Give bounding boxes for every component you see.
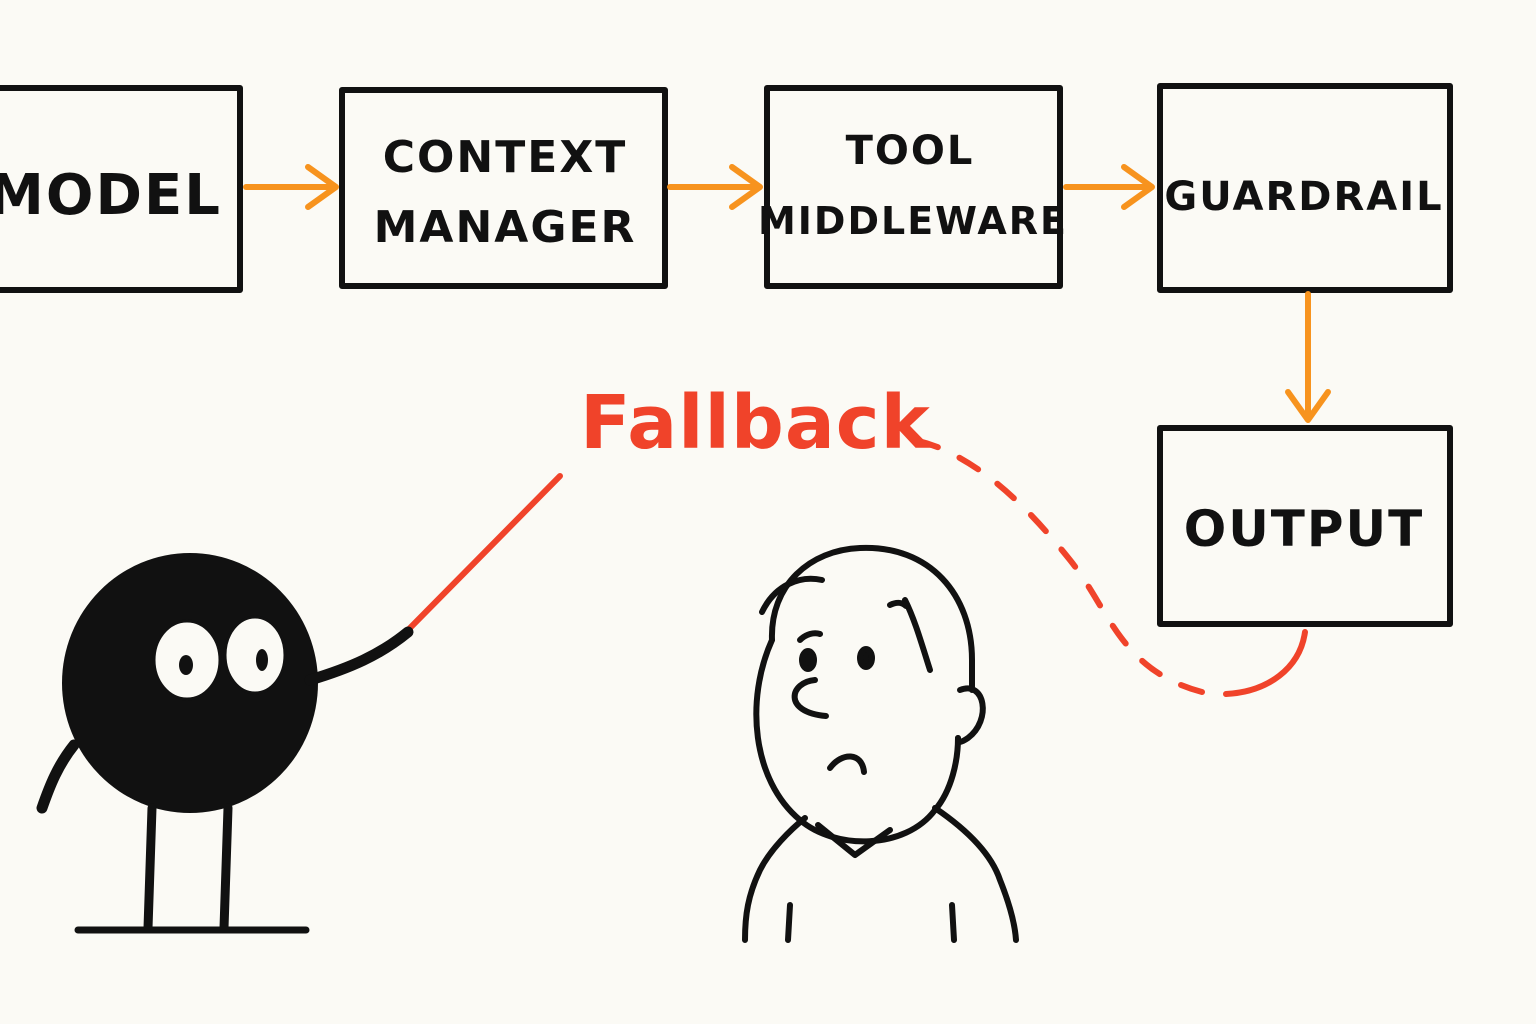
pointing-ball-character-icon bbox=[36, 553, 414, 934]
node-guardrail: GUARDRAIL bbox=[1157, 83, 1453, 293]
edge-guardrail-to-output bbox=[1285, 291, 1331, 423]
node-model-label: MODEL bbox=[0, 163, 222, 228]
node-context-manager-label-line2: MANAGER bbox=[374, 202, 637, 253]
fallback-dashed-line bbox=[889, 433, 1205, 695]
edge-model-to-context-manager bbox=[243, 164, 339, 210]
node-context-manager: CONTEXT MANAGER bbox=[339, 87, 668, 289]
node-output: OUTPUT bbox=[1157, 425, 1453, 627]
fallback-return-curve bbox=[1223, 629, 1308, 697]
edge-tool-middleware-to-guardrail bbox=[1063, 164, 1155, 210]
edge-context-manager-to-tool-middleware bbox=[667, 164, 763, 210]
pointer-stick bbox=[405, 473, 563, 633]
node-context-manager-label-line1: CONTEXT bbox=[383, 132, 628, 183]
fallback-label: Fallback bbox=[580, 380, 932, 466]
node-model: MODEL bbox=[0, 85, 243, 293]
node-tool-middleware-label-line2: MIDDLEWARE bbox=[758, 199, 1068, 243]
worried-person-icon bbox=[742, 544, 1019, 943]
fallback-path: Fallback bbox=[405, 380, 1308, 697]
node-guardrail-label: GUARDRAIL bbox=[1164, 174, 1443, 220]
node-tool-middleware: TOOL MIDDLEWARE bbox=[758, 85, 1068, 289]
node-tool-middleware-label-line1: TOOL bbox=[846, 128, 975, 174]
node-output-label: OUTPUT bbox=[1184, 500, 1425, 558]
